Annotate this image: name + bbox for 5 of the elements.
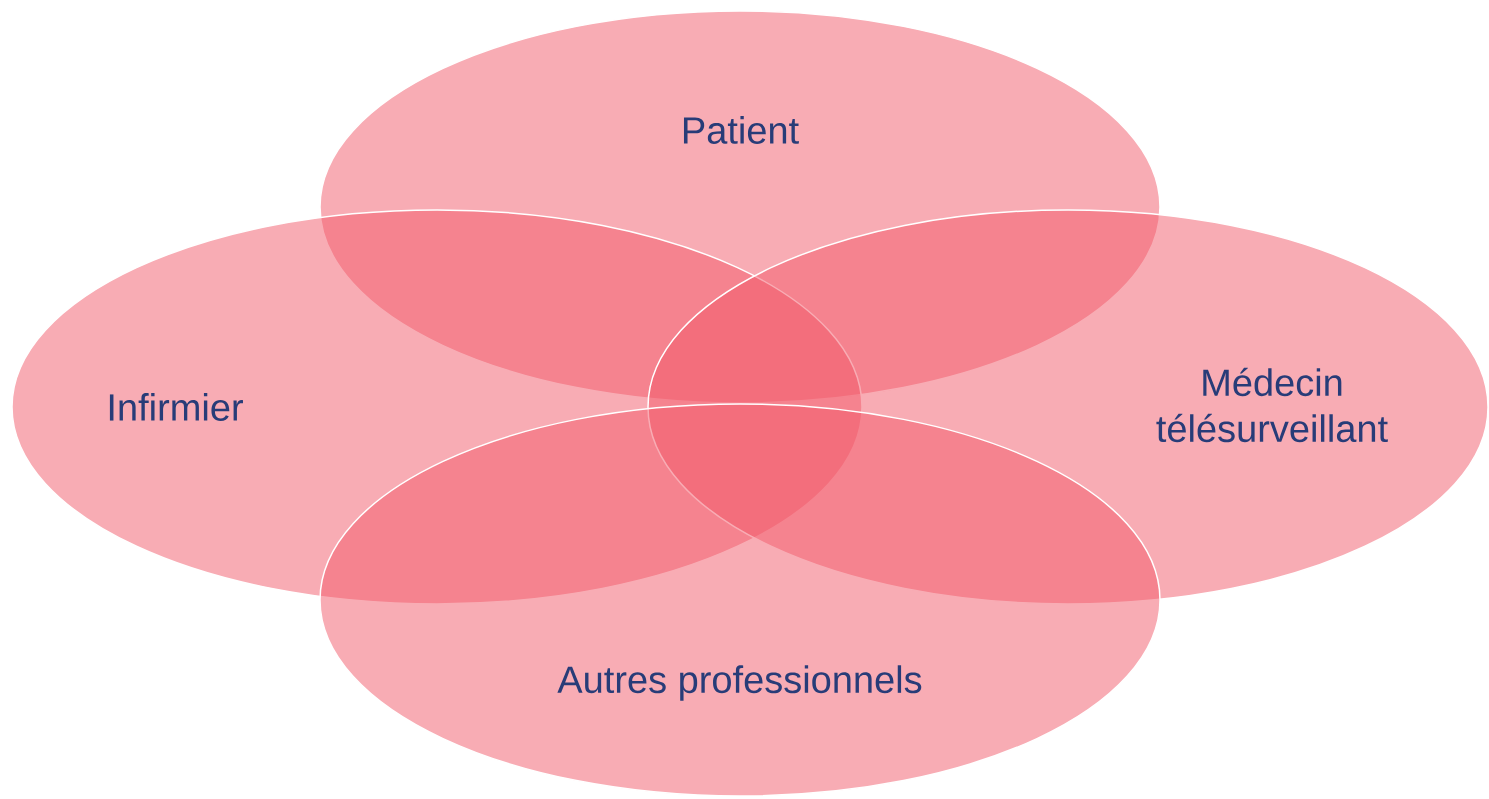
ellipse-label: Infirmier	[109, 393, 243, 421]
ellipse	[647, 209, 1489, 605]
ellipse-label: Médecin télésurveillant	[1156, 367, 1388, 443]
ellipse-label: Autres professionnels	[557, 665, 922, 701]
ellipse-label: Patient	[684, 116, 799, 144]
